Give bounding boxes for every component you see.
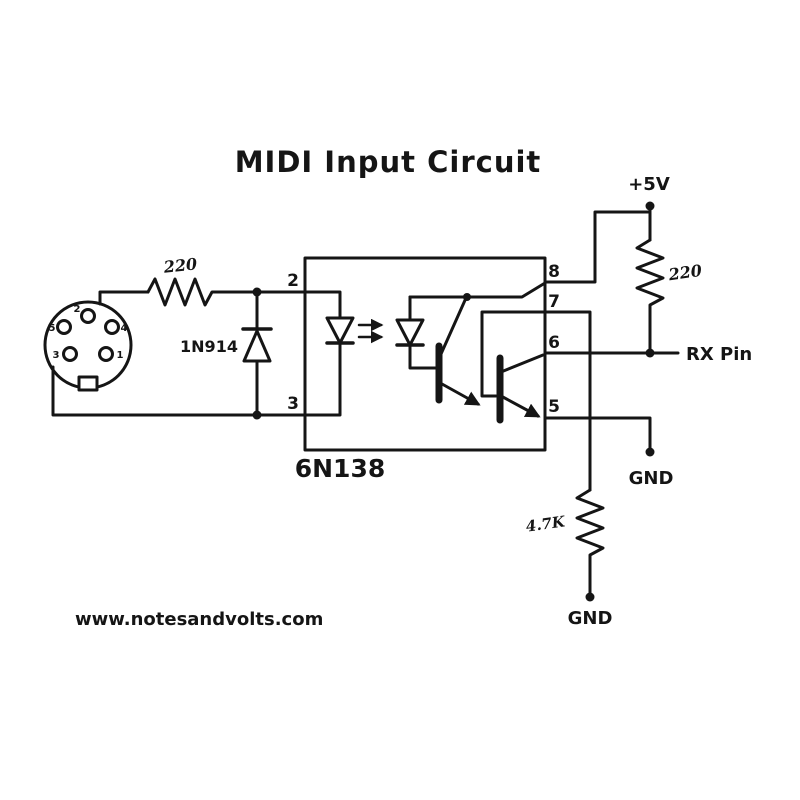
pin7-wire [543, 310, 592, 492]
ic-transistor-q2 [496, 353, 545, 424]
din-pin2-label: 2 [74, 304, 81, 315]
speedup-resistor-value: 4.7K [525, 512, 567, 535]
led-triangle [325, 316, 355, 345]
gnd-mid-label: GND [629, 468, 674, 489]
website-credit: www.notesandvolts.com [75, 609, 323, 630]
gnd-terminal-dot [585, 592, 595, 602]
speedup-resistor-branch: 4.7K GND [525, 310, 613, 629]
internal-vcc-rail [408, 281, 547, 299]
photodiode-triangle [395, 318, 425, 347]
pullup-resistor-value: 220 [666, 261, 703, 285]
din-to-ic-bottom-wire [51, 365, 307, 417]
din-pin3-hole [62, 346, 78, 362]
ic-name-label: 6N138 [295, 454, 386, 483]
q1-collector [439, 296, 468, 356]
ic-photodiode [395, 295, 438, 370]
din-pin5-hole [56, 319, 72, 335]
ic-body [303, 256, 547, 452]
gnd-stub-mid: GND [543, 416, 674, 489]
din-pin1-label: 1 [117, 350, 124, 361]
din-pin4-hole [104, 319, 120, 335]
ic-pin8-label: 8 [548, 262, 560, 282]
ic-transistor-q1 [435, 296, 481, 406]
ic-internal-wiring [408, 281, 547, 398]
din-pin2-hole [80, 308, 96, 324]
q2-emitter-arrow [499, 394, 541, 418]
series-resistor-value: 220 [162, 254, 198, 276]
optocoupler-ic: 6N138 2 3 8 7 6 5 [287, 256, 560, 483]
ic-pin3-label: 3 [287, 394, 299, 414]
midi-din-connector: 2 5 4 3 1 [43, 300, 133, 392]
gnd-bottom-label: GND [568, 608, 613, 629]
plus5v-label: +5V [628, 174, 670, 195]
gnd-terminal-dot [645, 447, 655, 457]
din-notch [77, 375, 99, 392]
q2-collector [499, 353, 545, 374]
speedup-resistor-symbol [575, 488, 605, 561]
diode-triangle [242, 329, 272, 363]
ic-pin5-label: 5 [548, 397, 560, 417]
ic-pin7-label: 7 [548, 292, 560, 312]
din-pin1-hole [98, 346, 114, 362]
pullup-resistor-symbol [635, 238, 665, 311]
q1-emitter-arrow [440, 382, 481, 406]
din-to-resistor-wire [98, 290, 150, 306]
rx-pin-label: RX Pin [686, 344, 752, 365]
din-pin3-label: 3 [53, 350, 60, 361]
led-cathode-lead [303, 341, 342, 417]
ic-led [303, 290, 384, 417]
protection-diode: 1N914 [180, 287, 273, 420]
din-pin5-label: 5 [49, 323, 56, 334]
junction-dot [645, 348, 655, 358]
pin5-gnd-wire [543, 416, 652, 452]
ic-pin6-label: 6 [548, 333, 560, 353]
ic-pin2-label: 2 [287, 271, 299, 291]
internal-base-node-wire [480, 310, 547, 398]
rx-line: RX Pin [543, 344, 752, 365]
pin8-to-power-wire [543, 210, 652, 284]
led-anode-lead [303, 290, 342, 320]
power-rail: +5V 220 [543, 174, 703, 355]
photodiode-anode-lead [408, 343, 438, 370]
din-pin4-label: 4 [121, 323, 128, 334]
diode-label: 1N914 [180, 337, 238, 356]
page-title: MIDI Input Circuit [235, 145, 542, 179]
series-resistor-symbol [146, 277, 218, 307]
